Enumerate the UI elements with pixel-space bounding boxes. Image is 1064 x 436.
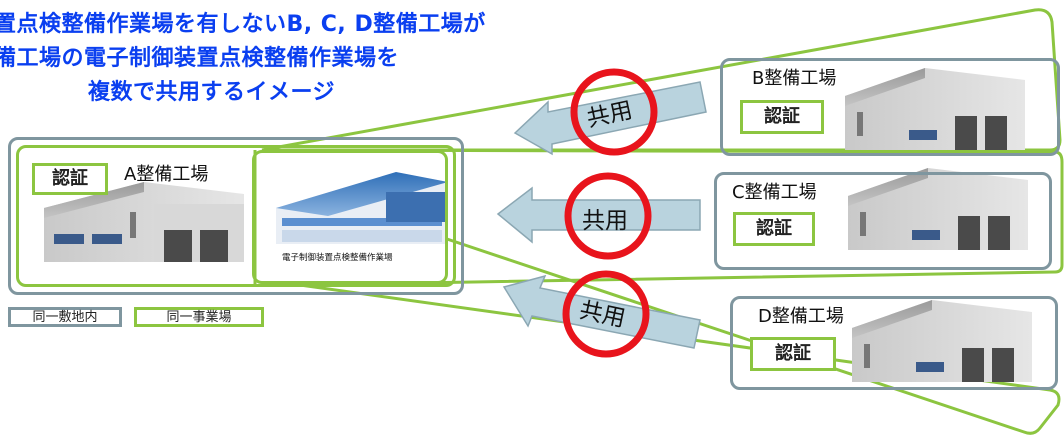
plant-a-site-boundary [8, 137, 464, 295]
share-ring-d [562, 270, 650, 358]
share-zone-d [299, 228, 1061, 435]
facility-building-icon [276, 172, 448, 244]
plant-b-cert-badge: 認証 [740, 100, 824, 134]
share-zone-c [261, 148, 1064, 287]
plant-a-name: A整備工場 [124, 164, 209, 185]
share-arrow-d [502, 274, 701, 349]
building-d-icon [852, 300, 1032, 382]
building-b-icon [845, 68, 1025, 150]
plant-b-box [720, 58, 1060, 156]
plant-d-box [730, 296, 1058, 390]
plant-d-name: D整備工場 [758, 306, 844, 327]
facility-label: 電子制御装置点検整備作業場 [282, 253, 393, 263]
share-ring-c [564, 172, 652, 260]
share-arrow-b [513, 81, 707, 156]
legend-same-business: 同一事業場 [134, 307, 264, 327]
plant-a-cert-badge: 認証 [32, 163, 108, 195]
title-line-3: 複数で共用するイメージ [88, 80, 336, 105]
plant-c-cert-badge: 認証 [733, 212, 815, 246]
share-label-c: 共用 [582, 208, 628, 234]
plant-c-name: C整備工場 [732, 182, 817, 203]
building-a-icon [44, 182, 244, 262]
plant-a-business-boundary [16, 145, 456, 287]
legend-same-site: 同一敷地内 [8, 307, 122, 327]
title-line-1: 置点検整備作業場を有しないB, C, D整備工場が [0, 12, 486, 37]
share-ring-b [570, 68, 658, 156]
facility-boundary [252, 150, 448, 284]
plant-d-cert-badge: 認証 [750, 337, 836, 371]
plant-b-name: B整備工場 [752, 68, 837, 89]
building-c-icon [848, 168, 1028, 250]
plant-c-box [714, 172, 1052, 270]
title-line-2: 備工場の電子制御装置点検整備作業場を [0, 46, 400, 71]
